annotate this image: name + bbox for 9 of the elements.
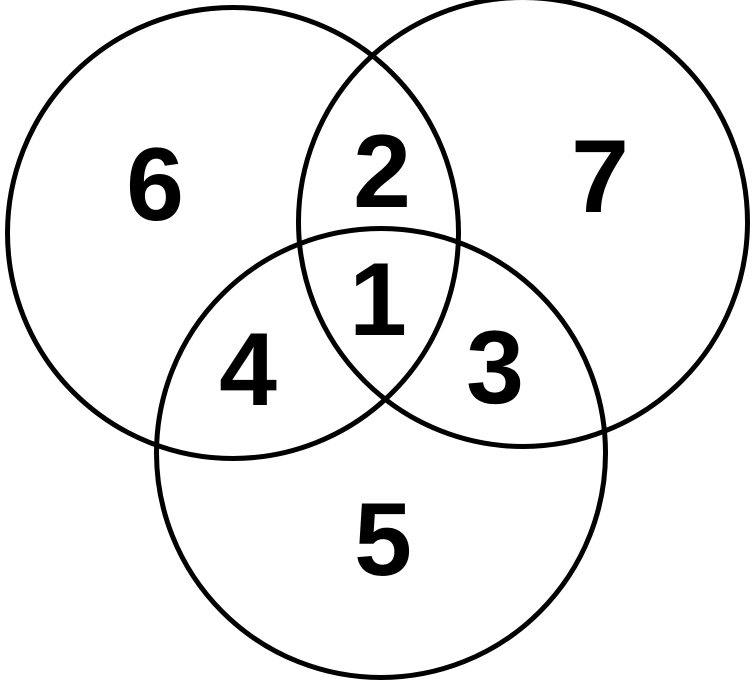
region-number: 1 [349,248,407,352]
region-number: 5 [354,488,412,592]
venn-circle [154,226,608,680]
venn-circle [5,5,461,461]
region-number: 2 [353,120,411,224]
region-number: 6 [126,133,184,237]
region-number: 7 [571,125,629,229]
region-number: 4 [219,318,277,422]
region-number: 3 [466,316,524,420]
